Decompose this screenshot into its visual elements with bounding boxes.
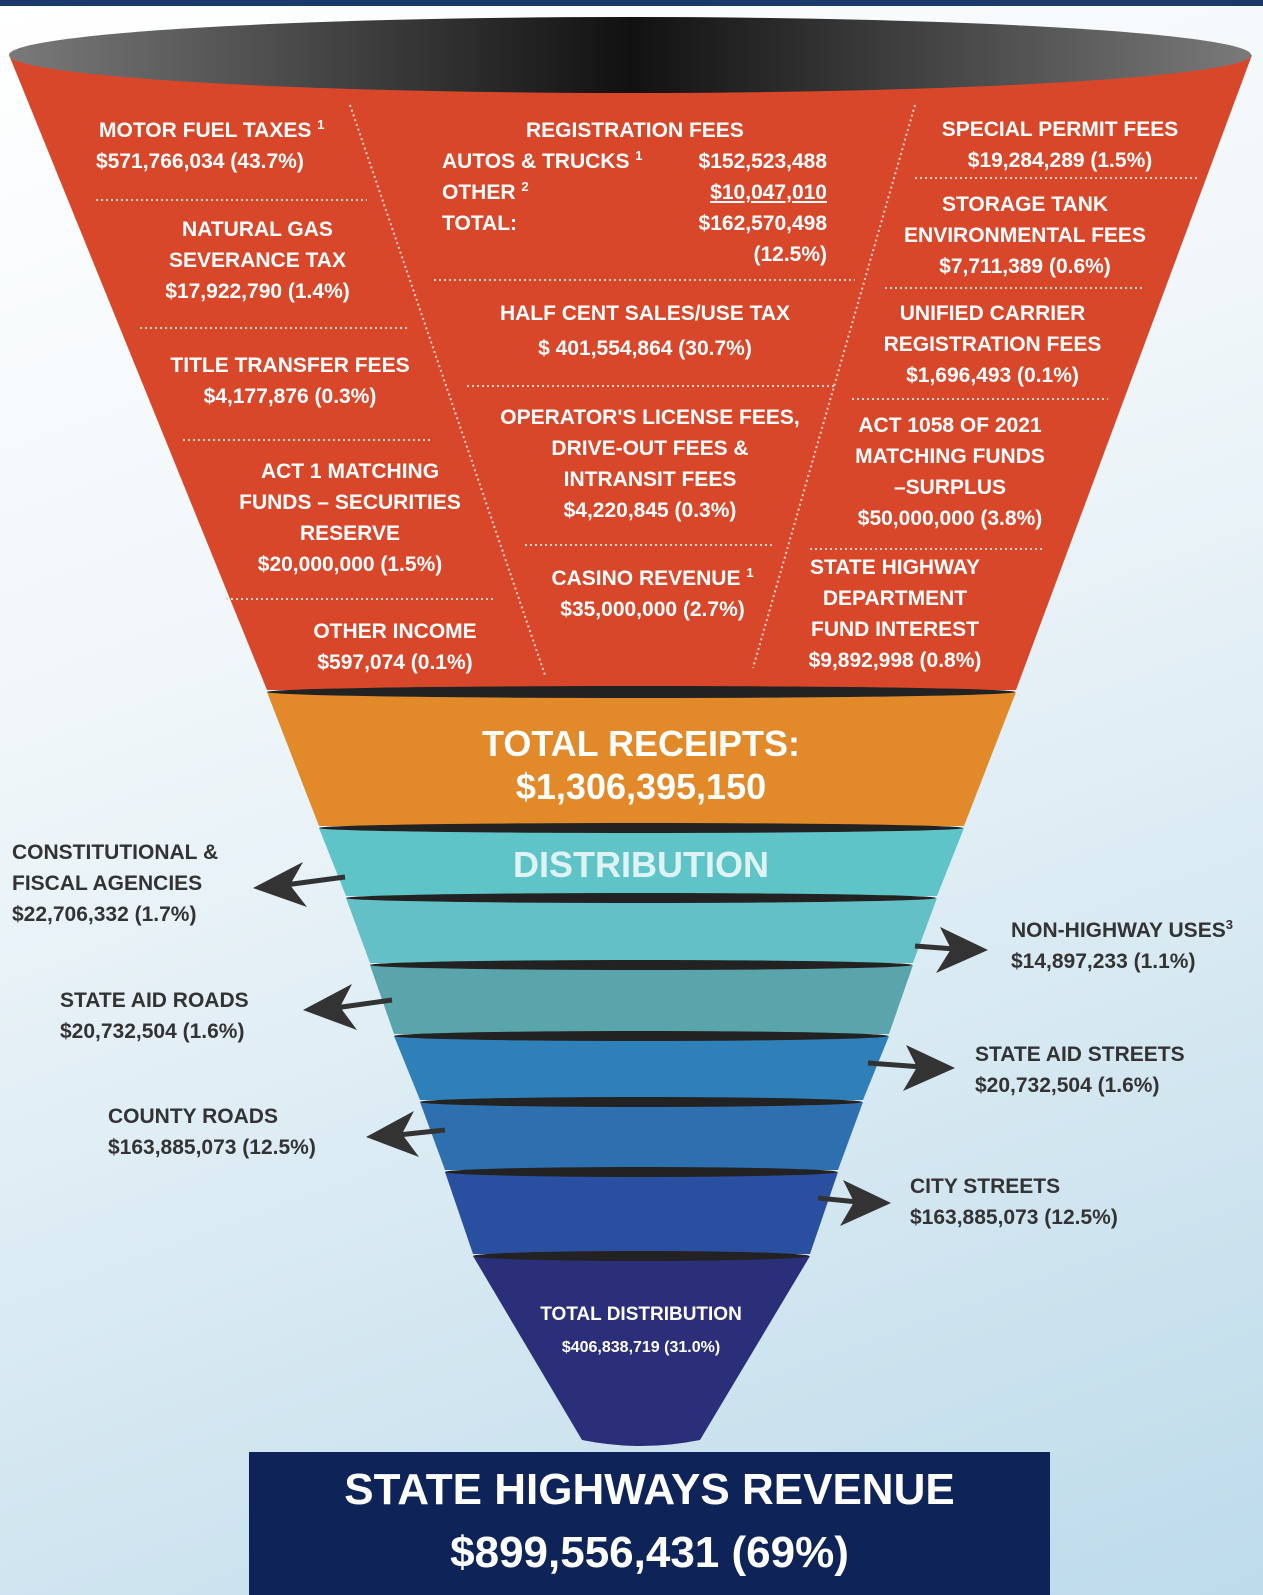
act1-label-2: FUNDS – SECURITIES: [239, 491, 461, 514]
highway-interest-amount: $9,892,998 (0.8%): [808, 649, 982, 672]
registration-total-pct: (12.5%): [753, 243, 827, 266]
band-edge: [267, 686, 1015, 698]
registration-other-amount: $10,047,010: [710, 181, 827, 204]
city-streets-amount: $163,885,073 (12.5%): [910, 1206, 1118, 1229]
city-streets-label: CITY STREETS: [910, 1175, 1061, 1198]
registration-autos-label: AUTOS & TRUCKS 1: [442, 148, 643, 173]
total-distribution-band: [473, 1256, 810, 1446]
total-receipts-amount: $1,306,395,150: [515, 766, 767, 807]
distribution-heading: DISTRIBUTION: [513, 844, 769, 885]
registration-heading: REGISTRATION FEES: [526, 119, 744, 142]
band-edge: [394, 1031, 888, 1041]
other-income-amount: $597,074 (0.1%): [317, 651, 473, 674]
motor-fuel-amount: $571,766,034 (43.7%): [96, 150, 304, 173]
banner-amount: $899,556,431 (69%): [450, 1528, 849, 1577]
operator-label-2: DRIVE-OUT FEES &: [551, 437, 749, 460]
non-highway-label: NON-HIGHWAY USES3: [1011, 917, 1233, 942]
distribution-band-1: [319, 828, 964, 896]
band-edge: [319, 823, 963, 833]
top-accent-bar: [0, 0, 1263, 6]
act1-label-3: RESERVE: [300, 522, 400, 545]
band-edge: [370, 960, 912, 970]
funnel-rim: [9, 17, 1251, 93]
total-receipts-label: TOTAL RECEIPTS:: [481, 723, 801, 764]
half-cent-label: HALF CENT SALES/USE TAX: [499, 302, 791, 325]
banner-title: STATE HIGHWAYS REVENUE: [344, 1465, 955, 1514]
operator-label-1: OPERATOR'S LICENSE FEES,: [500, 406, 800, 429]
arrow-left-icon: [253, 862, 346, 907]
constitutional-amount: $22,706,332 (1.7%): [12, 903, 197, 926]
county-roads-label: COUNTY ROADS: [108, 1105, 278, 1128]
distribution-band-6: [445, 1172, 838, 1254]
arrow-right-icon: [867, 1045, 955, 1091]
state-aid-roads-label: STATE AID ROADS: [60, 989, 249, 1012]
registration-total-label: TOTAL:: [442, 212, 518, 235]
constitutional-label-1: CONSTITUTIONAL &: [12, 841, 219, 864]
natural-gas-amount: $17,922,790 (1.4%): [165, 280, 350, 303]
band-edge: [473, 1251, 809, 1261]
distribution-band-3: [370, 965, 913, 1034]
motor-fuel-label: MOTOR FUEL TAXES 1: [99, 117, 325, 142]
other-income-label: OTHER INCOME: [313, 620, 477, 643]
act1-amount: $20,000,000 (1.5%): [257, 553, 443, 576]
natural-gas-label-1: NATURAL GAS: [182, 218, 333, 241]
highway-interest-label-1: STATE HIGHWAY: [810, 556, 980, 579]
arrow-right-icon: [817, 1180, 891, 1226]
natural-gas-label-2: SEVERANCE TAX: [169, 249, 346, 272]
half-cent-amount: $ 401,554,864 (30.7%): [538, 337, 752, 360]
special-permit-amount: $19,284,289 (1.5%): [967, 149, 1153, 172]
act1058-amount: $50,000,000 (3.8%): [857, 507, 1043, 530]
highway-interest-label-3: FUND INTEREST: [811, 618, 979, 641]
unified-carrier-label-2: REGISTRATION FEES: [883, 333, 1102, 356]
special-permit-label: SPECIAL PERMIT FEES: [941, 118, 1179, 141]
band-edge: [420, 1097, 862, 1107]
sources-section: [9, 55, 1252, 690]
state-aid-streets-amount: $20,732,504 (1.6%): [975, 1074, 1160, 1097]
act1058-label-1: ACT 1058 OF 2021: [858, 414, 1042, 437]
casino-amount: $35,000,000 (2.7%): [560, 598, 745, 621]
unified-carrier-amount: $1,696,493 (0.1%): [906, 364, 1079, 387]
act1058-label-3: –SURPLUS: [893, 476, 1007, 499]
constitutional-label-2: FISCAL AGENCIES: [12, 872, 203, 895]
unified-carrier-label-1: UNIFIED CARRIER: [899, 302, 1086, 325]
arrow-right-icon: [914, 927, 988, 973]
arrow-left-icon: [303, 984, 393, 1030]
non-highway-amount: $14,897,233 (1.1%): [1011, 950, 1196, 973]
registration-autos-amount: $152,523,488: [698, 150, 827, 173]
operator-amount: $4,220,845 (0.3%): [563, 499, 737, 522]
casino-label: CASINO REVENUE 1: [551, 565, 754, 590]
divider: [349, 104, 546, 676]
storage-tank-amount: $7,711,389 (0.6%): [939, 255, 1111, 278]
title-transfer-label: TITLE TRANSFER FEES: [170, 354, 410, 377]
highway-interest-label-2: DEPARTMENT: [822, 587, 968, 610]
act1-label-1: ACT 1 MATCHING: [260, 460, 440, 483]
arrow-left-icon: [366, 1111, 446, 1157]
storage-tank-label-1: STORAGE TANK: [941, 193, 1109, 216]
distribution-band-5: [420, 1102, 863, 1170]
registration-other-label: OTHER 2: [442, 179, 529, 204]
registration-total-amount: $162,570,498: [698, 212, 827, 235]
title-transfer-amount: $4,177,876 (0.3%): [203, 385, 377, 408]
state-highways-revenue-banner: STATE HIGHWAYS REVENUE $899,556,431 (69%…: [249, 1452, 1050, 1595]
county-roads-amount: $163,885,073 (12.5%): [108, 1136, 316, 1159]
state-aid-roads-amount: $20,732,504 (1.6%): [60, 1020, 245, 1043]
distribution-band-4: [394, 1036, 889, 1100]
storage-tank-label-2: ENVIRONMENTAL FEES: [904, 224, 1146, 247]
state-aid-streets-label: STATE AID STREETS: [975, 1043, 1185, 1066]
total-receipts-band: [267, 692, 1016, 826]
act1058-label-2: MATCHING FUNDS: [855, 445, 1045, 468]
band-edge: [346, 893, 936, 903]
total-distribution-label: TOTAL DISTRIBUTION: [540, 1304, 742, 1325]
total-distribution-amount: $406,838,719 (31.0%): [561, 1339, 721, 1356]
band-edge: [445, 1167, 837, 1177]
distribution-band-2: [346, 898, 937, 963]
operator-label-3: INTRANSIT FEES: [563, 468, 737, 491]
